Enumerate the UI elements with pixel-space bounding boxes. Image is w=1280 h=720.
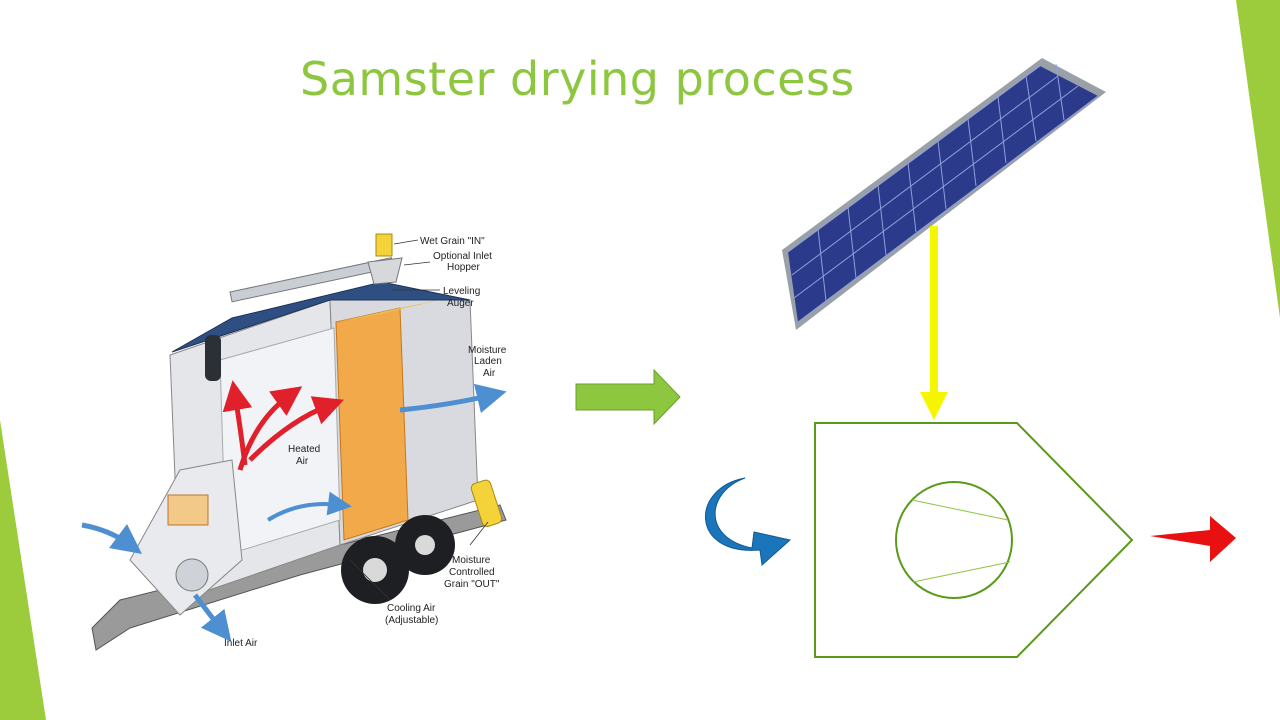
red-right-arrow-icon: [1150, 516, 1236, 562]
moisture-laden-air-arrow: [399, 383, 507, 414]
callout-line: [349, 559, 391, 601]
solar-panel-icon: [782, 58, 1106, 330]
exhaust-stack: [205, 335, 221, 381]
callout-line: [393, 239, 419, 245]
yellow-down-arrow-icon: [920, 226, 948, 420]
grain-dryer-illustration: Wet Grain "IN" Optional Inlet Hopper Lev…: [81, 233, 507, 651]
callout-line: [403, 261, 431, 266]
label-wet-grain-in: Wet Grain "IN": [420, 236, 485, 247]
drying-chamber: [814, 422, 1134, 658]
inlet-air-arrow: [193, 593, 232, 642]
heated-air-arrow: [222, 380, 253, 466]
solar-panel-cells: [788, 66, 1098, 322]
inlet-hopper: [367, 257, 403, 285]
label-leveling-auger: Leveling: [443, 286, 480, 297]
label-cooling-air: (Adjustable): [385, 615, 438, 626]
label-heated-air: Air: [296, 456, 309, 467]
trailer-wheel-rear-hub: [363, 558, 387, 582]
fan-wheel: [175, 558, 209, 592]
right-edge-accent: [1236, 0, 1280, 318]
solar-panel-grid: [787, 63, 1099, 323]
left-edge-accent: [0, 420, 46, 720]
callout-line: [469, 521, 489, 546]
label-heated-air: Heated: [288, 444, 320, 455]
label-optional-inlet-hopper: Optional Inlet: [433, 251, 492, 262]
label-moisture-controlled-grain-out: Controlled: [449, 567, 495, 578]
blue-curved-arrow-icon: [705, 477, 792, 567]
label-inlet-air: Inlet Air: [224, 638, 258, 649]
label-leveling-auger: Auger: [447, 298, 474, 309]
grain-outlet-spout: [470, 479, 503, 527]
inlet-air-arrow: [81, 522, 143, 554]
drum-blade: [911, 499, 1009, 521]
burner: [167, 494, 209, 526]
trailer-wheel-front-hub: [415, 535, 435, 555]
label-optional-inlet-hopper: Hopper: [447, 262, 480, 273]
label-moisture-laden-air: Moisture: [468, 345, 507, 356]
heated-air-arrow: [248, 396, 345, 462]
label-moisture-laden-air: Air: [483, 368, 496, 379]
rotating-drum: [895, 481, 1013, 599]
grain-column: [335, 307, 409, 541]
cooling-air-arrow: [266, 491, 352, 522]
dryer-roof: [171, 281, 471, 353]
fan-housing: [129, 459, 243, 616]
wet-grain-inlet: [375, 233, 393, 257]
drum-blade: [912, 561, 1011, 583]
label-moisture-controlled-grain-out: Grain "OUT": [444, 579, 500, 590]
slide-title: Samster drying process: [300, 52, 855, 106]
label-cooling-air: Cooling Air: [387, 603, 436, 614]
grain-column-top: [336, 300, 440, 322]
label-moisture-controlled-grain-out: Moisture: [452, 555, 491, 566]
green-right-arrow-icon: [575, 368, 681, 426]
label-moisture-laden-air: Laden: [474, 356, 502, 367]
